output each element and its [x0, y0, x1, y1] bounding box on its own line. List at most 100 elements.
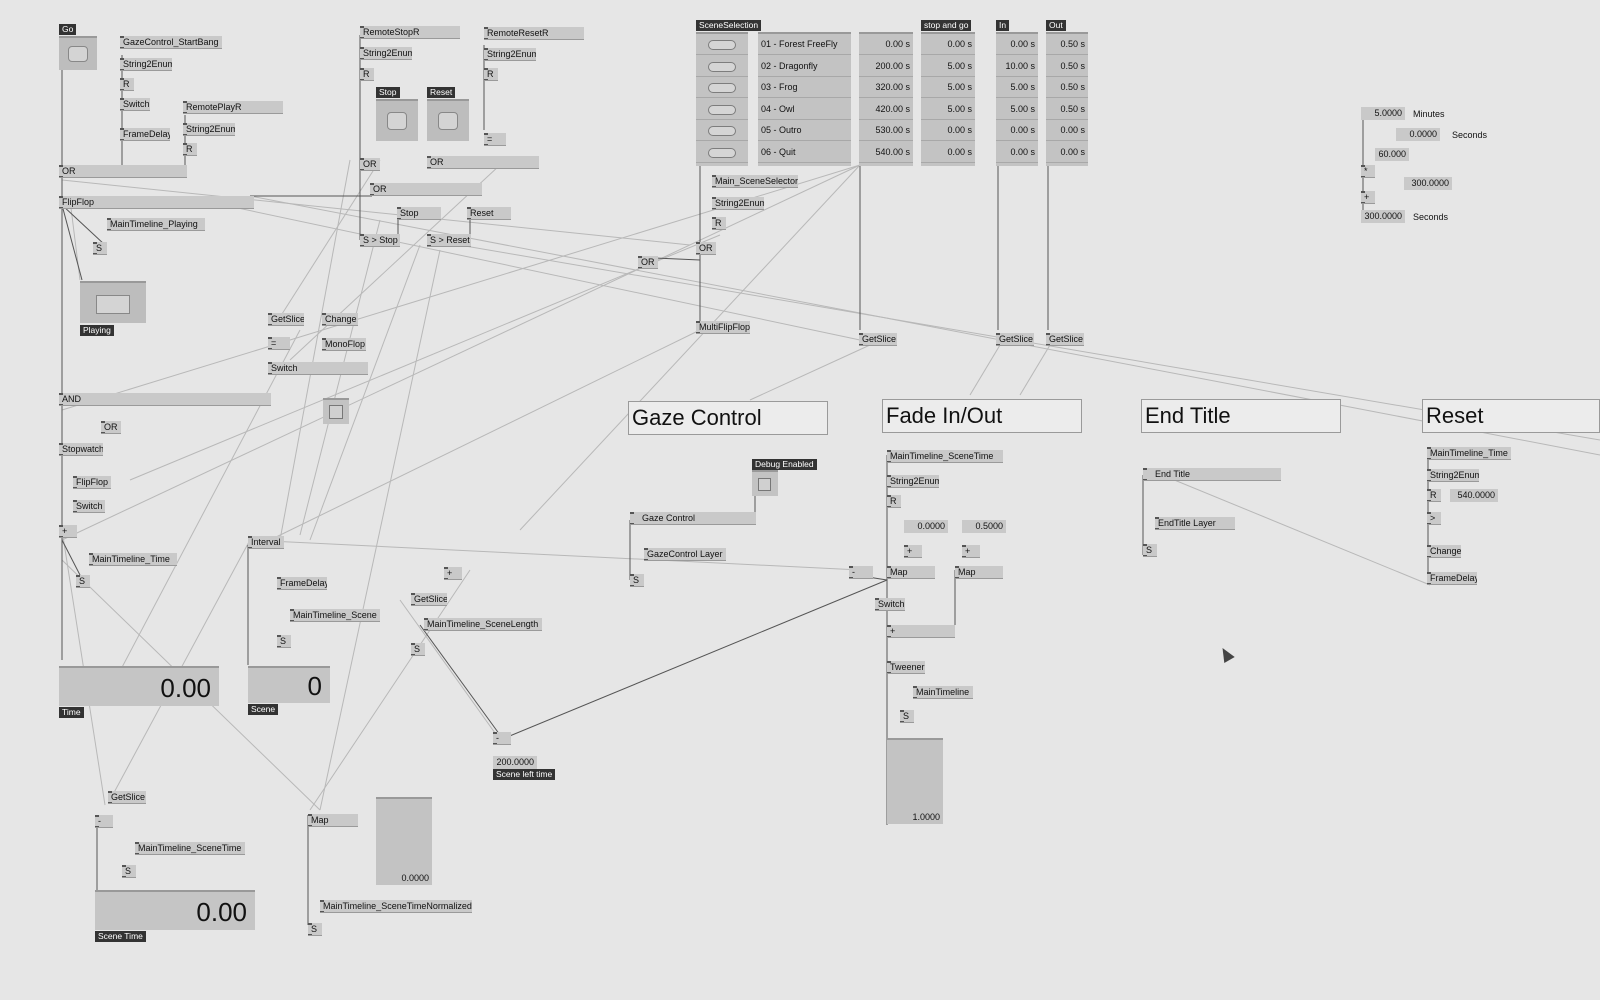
spread-cell[interactable]: 01 - Forest FreeFly	[758, 34, 851, 55]
send-node[interactable]: S	[76, 575, 90, 588]
receive-node[interactable]: R	[183, 143, 197, 156]
maintimeline-time-node[interactable]: MainTimeline_Time	[1427, 447, 1511, 460]
spread-cell[interactable]: 0.00 s	[921, 120, 975, 141]
subtract-node[interactable]: -	[95, 815, 113, 828]
spread-cell[interactable]: 200.00 s	[859, 56, 913, 77]
map-node[interactable]: Map	[887, 566, 935, 579]
spread-cell[interactable]: 5.00 s	[921, 56, 975, 77]
map-node[interactable]: Map	[955, 566, 1003, 579]
send-node[interactable]: S	[277, 635, 291, 648]
send-node[interactable]: S	[308, 923, 322, 936]
spread-cell[interactable]: 0.50 s	[1046, 99, 1088, 120]
scene-value-box[interactable]: 0	[248, 666, 330, 703]
scene-select-button[interactable]	[696, 99, 748, 120]
spread-cell[interactable]: 420.00 s	[859, 99, 913, 120]
seconds-value[interactable]: 0.0000	[1396, 128, 1440, 141]
receive-node[interactable]: R	[712, 217, 726, 230]
or-node[interactable]: OR	[59, 165, 187, 178]
scene-select-button[interactable]	[696, 142, 748, 163]
add-node[interactable]: +	[962, 545, 980, 558]
switch-node[interactable]: Switch	[120, 98, 150, 111]
main-sceneselector-node[interactable]: Main_SceneSelector	[712, 175, 798, 188]
send-node[interactable]: S	[630, 574, 644, 587]
spread-cell[interactable]: 0.00 s	[1046, 142, 1088, 163]
spread-cell[interactable]: 320.00 s	[859, 77, 913, 98]
string2enum-node[interactable]: String2Enum	[360, 47, 412, 60]
spread-cell[interactable]: 10.00 s	[996, 56, 1038, 77]
scene-select-button[interactable]	[696, 120, 748, 141]
getslice-node[interactable]: GetSlice	[268, 313, 304, 326]
switch-node[interactable]: Switch	[73, 500, 105, 513]
or-node[interactable]: OR	[360, 158, 380, 171]
maintimeline-scenelength-node[interactable]: MainTimeline_SceneLength	[424, 618, 542, 631]
fade-in-offset-value[interactable]: 0.0000	[904, 520, 948, 533]
end-title-layer-node[interactable]: End Title	[1143, 468, 1281, 481]
spread-cell[interactable]: 06 - Quit	[758, 142, 851, 163]
spread-cell[interactable]: 0.50 s	[1046, 34, 1088, 55]
scene-time-value-box[interactable]: 0.00	[95, 890, 255, 930]
multiply-node[interactable]: *	[1361, 165, 1375, 178]
scene-select-button[interactable]	[696, 56, 748, 77]
send-stop-node[interactable]: S > Stop	[360, 234, 400, 247]
receive-node[interactable]: R	[360, 68, 374, 81]
reset-bang-button[interactable]	[427, 99, 469, 141]
spread-cell[interactable]: 5.00 s	[921, 99, 975, 120]
stop-bang-button[interactable]	[376, 99, 418, 141]
getslice-node[interactable]: GetSlice	[1046, 333, 1084, 346]
maintimeline-playing-node[interactable]: MainTimeline_Playing	[107, 218, 205, 231]
or-node[interactable]: OR	[696, 242, 716, 255]
go-bang-button[interactable]	[59, 36, 97, 70]
add-node[interactable]: +	[444, 567, 462, 580]
interval-node[interactable]: Interval	[248, 536, 284, 549]
total-seconds-value[interactable]: 300.0000	[1361, 210, 1405, 223]
spread-cell[interactable]: 02 - Dragonfly	[758, 56, 851, 77]
multiply-node[interactable]: +	[887, 625, 955, 638]
reset-node[interactable]: Reset	[467, 207, 511, 220]
fade-out-offset-value[interactable]: 0.5000	[962, 520, 1006, 533]
string2enum-node[interactable]: String2Enum	[183, 123, 235, 136]
monoflop-node[interactable]: MonoFlop	[322, 338, 366, 351]
receive-node[interactable]: R	[484, 68, 498, 81]
receive-node[interactable]: R	[120, 78, 134, 91]
spread-cell[interactable]: 5.00 s	[996, 99, 1038, 120]
string2enum-node[interactable]: String2Enum	[1427, 469, 1479, 482]
spread-cell[interactable]: 530.00 s	[859, 120, 913, 141]
playing-toggle[interactable]	[80, 281, 146, 323]
scene-left-time-value[interactable]: 200.0000	[493, 756, 537, 769]
string2enum-node[interactable]: String2Enum	[887, 475, 939, 488]
framedelay-node[interactable]: FrameDelay	[1427, 572, 1477, 585]
equals-node[interactable]: =	[484, 133, 506, 146]
spread-cell[interactable]: 0.00 s	[921, 142, 975, 163]
spread-cell[interactable]: 0.00 s	[996, 120, 1038, 141]
change-node[interactable]: Change	[1427, 545, 1461, 558]
greater-than-node[interactable]: >	[1427, 512, 1441, 525]
spread-cell[interactable]: 0.50 s	[1046, 77, 1088, 98]
spread-cell[interactable]: 0.00 s	[859, 34, 913, 55]
spread-cell[interactable]: 05 - Outro	[758, 120, 851, 141]
gazecontrol-layer-node[interactable]: GazeControl Layer	[644, 548, 726, 561]
scene-select-buttons[interactable]	[696, 32, 748, 166]
debug-enabled-toggle[interactable]	[752, 470, 778, 496]
stopwatch-node[interactable]: Stopwatch	[59, 443, 103, 456]
gaze-control-layer-node[interactable]: Gaze Control	[630, 512, 756, 525]
gaze-startbang-node[interactable]: GazeControl_StartBang	[120, 36, 222, 49]
spread-cell[interactable]: 0.00 s	[1046, 120, 1088, 141]
flipflop-node[interactable]: FlipFlop	[59, 196, 254, 209]
subtract-node[interactable]: -	[849, 566, 873, 579]
toggle-button[interactable]	[323, 398, 349, 424]
maintimeline-scenetimenormalized-node[interactable]: MainTimeline_SceneTimeNormalized	[320, 900, 472, 913]
minutes-value[interactable]: 5.0000	[1361, 107, 1405, 120]
or-node[interactable]: OR	[638, 256, 658, 269]
scene-progress-slider[interactable]: 0.0000	[376, 797, 432, 885]
scene-select-button[interactable]	[696, 77, 748, 98]
send-node[interactable]: S	[122, 865, 136, 878]
spread-cell[interactable]: 03 - Frog	[758, 77, 851, 98]
subtract-node[interactable]: -	[493, 732, 511, 745]
spread-cell[interactable]: 04 - Owl	[758, 99, 851, 120]
send-reset-node[interactable]: S > Reset	[427, 234, 471, 247]
framedelay-node[interactable]: FrameDelay	[120, 128, 170, 141]
spread-cell[interactable]: 0.00 s	[996, 34, 1038, 55]
